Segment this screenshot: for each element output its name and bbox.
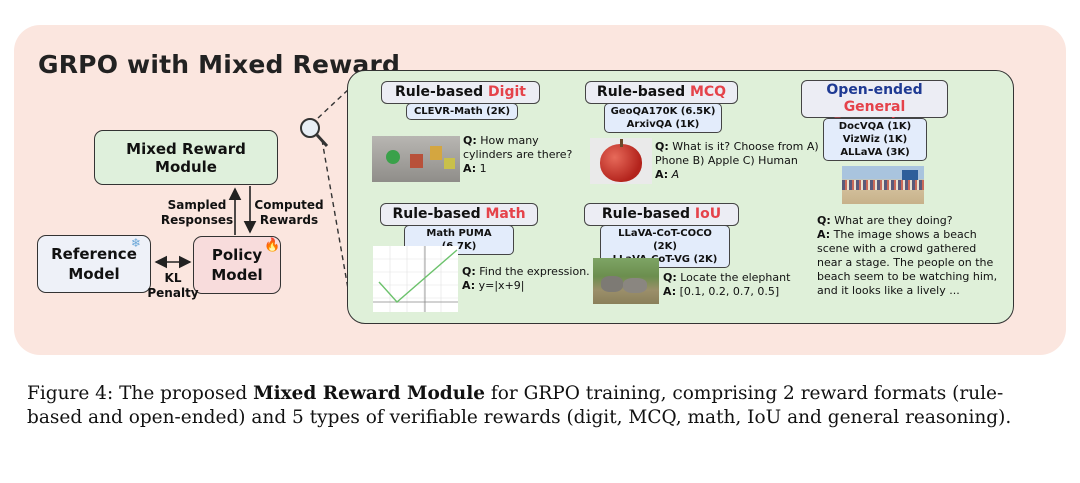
mcq-header: Rule-based MCQ (585, 81, 738, 104)
math-plot-image (373, 246, 458, 312)
open-ended-qa: Q: What are they doing? A: The image sho… (817, 214, 998, 297)
magnifier-icon (300, 118, 329, 148)
mcq-qa: Q: What is it? Choose from A) Phone B) A… (655, 140, 819, 181)
math-qa: Q: Find the expression. A: y=|x+9| (462, 265, 590, 292)
apple-image (590, 138, 652, 184)
diagram-title: GRPO with Mixed Reward (38, 50, 401, 79)
clevr-image (372, 136, 460, 182)
zoom-line-top (317, 87, 351, 119)
digit-header: Rule-based Digit (381, 81, 540, 104)
digit-dataset: CLEVR-Math (2K) (406, 103, 518, 120)
math-header: Rule-based Math (380, 203, 538, 226)
snowflake-icon: ❄ (131, 236, 142, 250)
mixed-reward-module-label: Mixed Reward Module (126, 139, 246, 176)
mixed-reward-module-box: Mixed Reward Module (94, 130, 278, 185)
elephant-image (593, 258, 659, 304)
iou-header: Rule-based IoU (584, 203, 739, 226)
open-ended-datasets: DocVQA (1K)VizWiz (1K)ALLaVA (3K) (823, 118, 927, 161)
open-ended-header: Open-ended General Reasoning (801, 80, 948, 132)
beach-image (842, 166, 924, 204)
iou-qa: Q: Locate the elephant A: [0.1, 0.2, 0.7… (663, 271, 791, 298)
fire-icon: 🔥 (264, 238, 281, 253)
figure-caption: Figure 4: The proposed Mixed Reward Modu… (27, 383, 1012, 428)
mcq-datasets: GeoQA170K (6.5K)ArxivQA (1K) (604, 103, 722, 133)
digit-qa: Q: How many cylinders are there? A: 1 (463, 134, 573, 175)
zoom-line-bottom (321, 139, 351, 301)
